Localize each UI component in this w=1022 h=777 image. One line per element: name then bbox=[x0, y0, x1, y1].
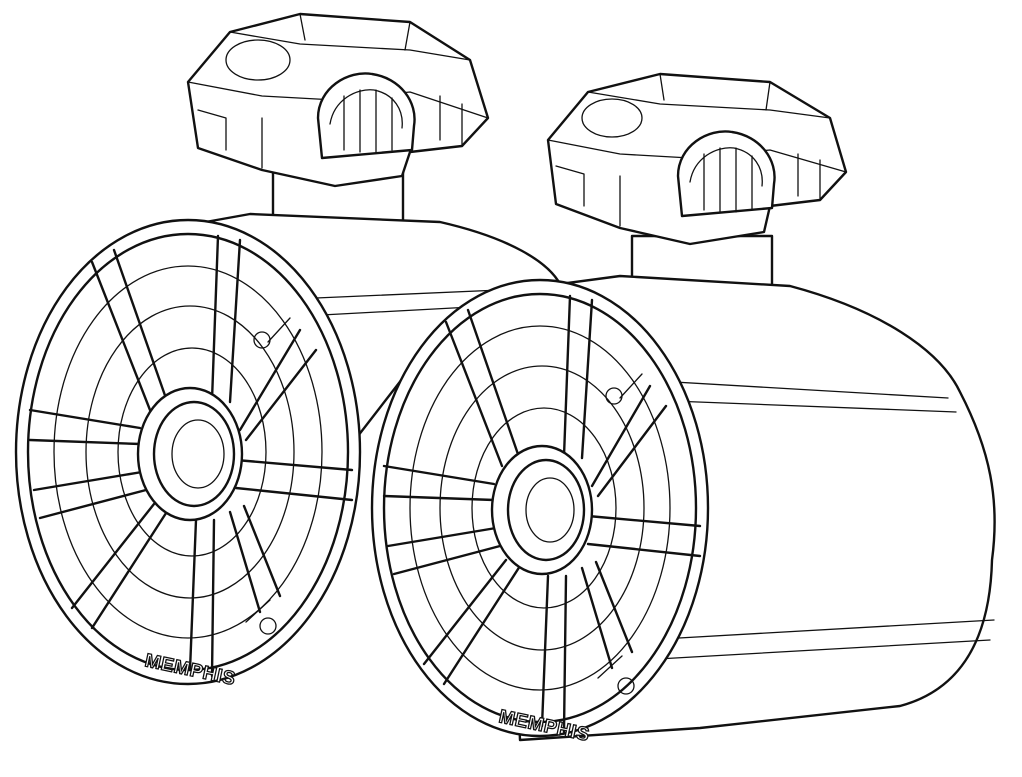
clamp-mount-right bbox=[546, 72, 848, 300]
speaker-grille-left: MEMPHIS bbox=[14, 218, 362, 691]
clamp-mount-left bbox=[186, 12, 490, 236]
speaker-left: MEMPHIS bbox=[14, 12, 562, 691]
speaker-right: MEMPHIS bbox=[370, 72, 996, 747]
